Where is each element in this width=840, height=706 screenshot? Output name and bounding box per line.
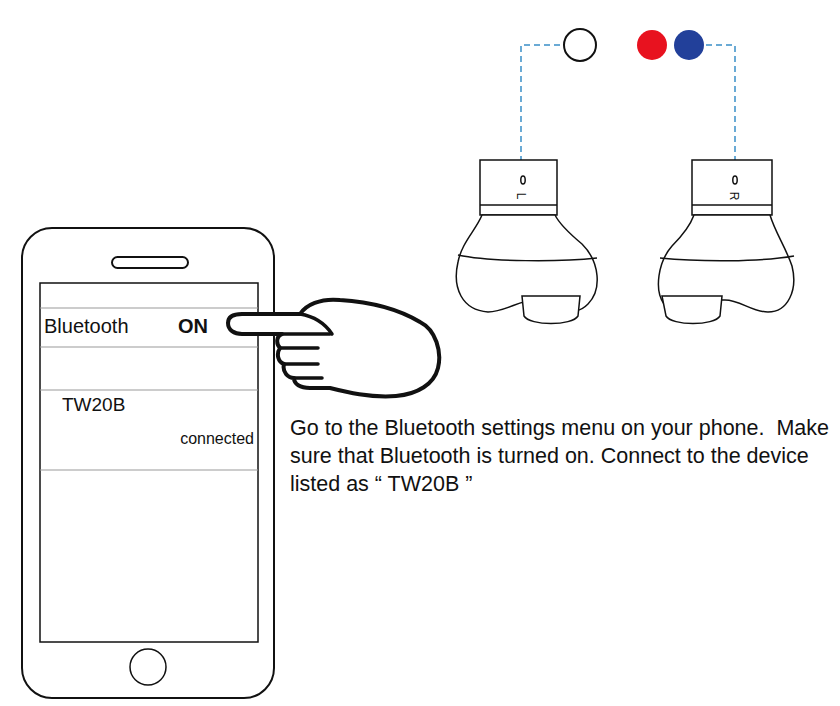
home-button — [130, 649, 166, 685]
settings-row: Bluetooth ON — [40, 308, 258, 347]
phone-speaker — [112, 257, 188, 268]
row-line — [40, 347, 258, 348]
row-title: TW20B — [62, 394, 125, 416]
led-white — [564, 29, 596, 61]
earbud-side-letter: R — [728, 192, 740, 201]
left-earbud — [456, 160, 597, 324]
row-line — [40, 308, 258, 309]
hand-thumb — [300, 314, 332, 334]
device-row: TW20B connected — [40, 390, 258, 470]
earbud-side-letter: L — [515, 193, 527, 200]
row-value: ON — [178, 315, 208, 338]
hand-fingers — [280, 334, 330, 378]
phone-body — [22, 228, 274, 698]
row-value: connected — [180, 430, 254, 448]
row-line — [40, 470, 258, 471]
pointing-hand — [228, 300, 439, 397]
led-red — [637, 30, 667, 60]
right-earbud — [658, 160, 794, 324]
row-title: Bluetooth — [44, 315, 129, 338]
led-blue — [674, 30, 704, 60]
phone-screen — [40, 283, 258, 642]
row-line — [40, 390, 258, 391]
instruction-text: Go to the Bluetooth settings menu on you… — [290, 415, 835, 499]
